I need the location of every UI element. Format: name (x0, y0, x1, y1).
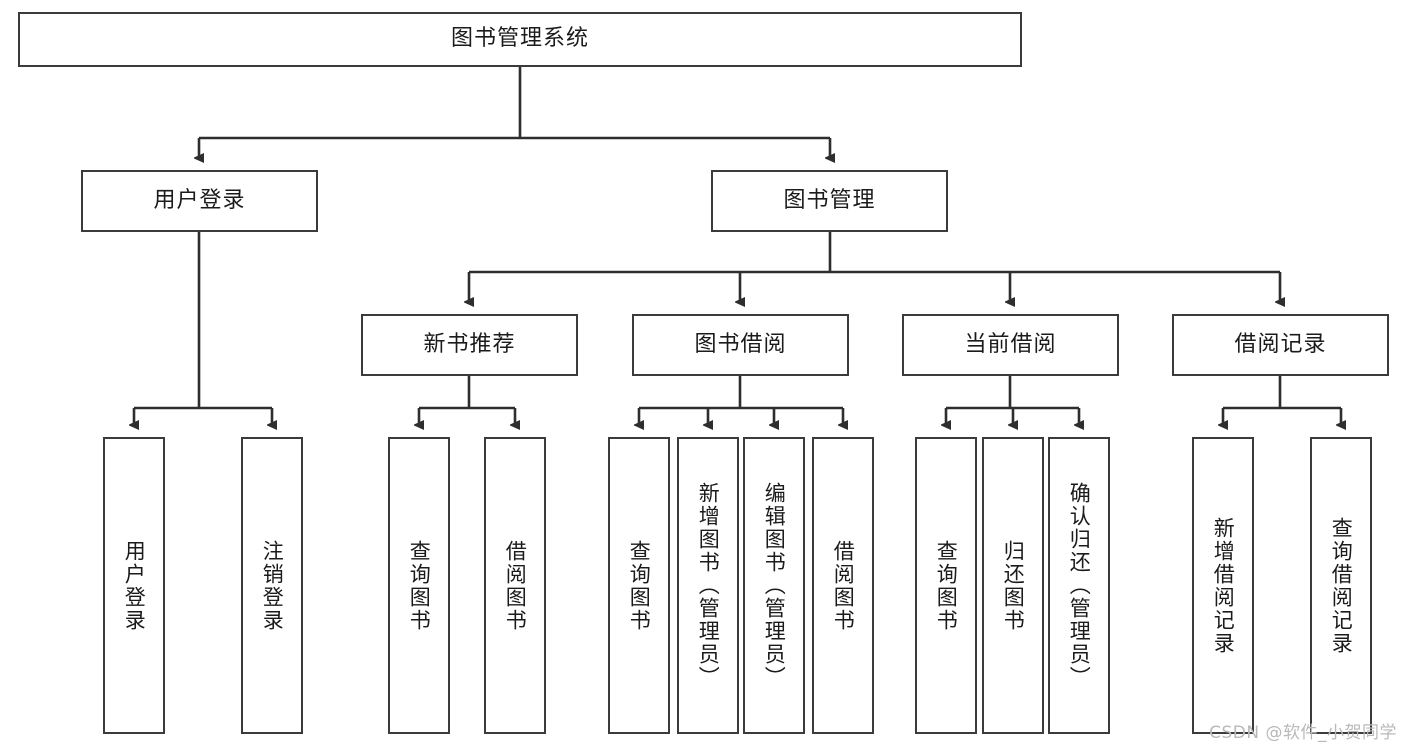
node-book-borrow[interactable]: 图书借阅 (632, 314, 849, 376)
node-leaf-edit-book[interactable]: 编辑图书（管理员） (743, 437, 805, 734)
node-leaf-query-book-1-label: 查询图书 (407, 539, 432, 632)
edges-user-login-to-leaves (134, 232, 272, 425)
node-leaf-add-record[interactable]: 新增借阅记录 (1192, 437, 1254, 734)
node-current-borrow-label: 当前借阅 (964, 331, 1057, 357)
node-leaf-add-record-label: 新增借阅记录 (1211, 516, 1236, 655)
node-leaf-borrow-book-2[interactable]: 借阅图书 (812, 437, 874, 734)
node-leaf-user-login-label: 用户登录 (122, 539, 147, 632)
node-leaf-return-book[interactable]: 归还图书 (982, 437, 1044, 734)
node-new-book-recommend[interactable]: 新书推荐 (361, 314, 578, 376)
node-user-login[interactable]: 用户登录 (81, 170, 318, 232)
node-leaf-logout-label: 注销登录 (260, 539, 285, 632)
node-leaf-borrow-book-1-label: 借阅图书 (503, 539, 528, 632)
node-leaf-add-book[interactable]: 新增图书（管理员） (677, 437, 739, 734)
node-new-book-recommend-label: 新书推荐 (423, 331, 516, 357)
node-borrow-record[interactable]: 借阅记录 (1172, 314, 1389, 376)
node-leaf-query-book-3[interactable]: 查询图书 (915, 437, 977, 734)
node-leaf-borrow-book-1[interactable]: 借阅图书 (484, 437, 546, 734)
node-leaf-borrow-book-2-label: 借阅图书 (831, 539, 856, 632)
node-leaf-query-book-2-label: 查询图书 (627, 539, 652, 632)
node-leaf-edit-book-label: 编辑图书（管理员） (762, 482, 787, 689)
edges-new-book-recommend-to-leaves (419, 376, 515, 425)
node-root-system-label: 图书管理系统 (450, 26, 589, 52)
node-leaf-confirm-return-label: 确认归还（管理员） (1067, 482, 1092, 689)
node-current-borrow[interactable]: 当前借阅 (902, 314, 1119, 376)
node-leaf-query-book-1[interactable]: 查询图书 (388, 437, 450, 734)
node-leaf-query-book-3-label: 查询图书 (934, 539, 959, 632)
node-root-system[interactable]: 图书管理系统 (18, 12, 1022, 67)
edges-borrow-record-to-leaves (1223, 376, 1341, 425)
node-leaf-confirm-return[interactable]: 确认归还（管理员） (1048, 437, 1110, 734)
node-borrow-record-label: 借阅记录 (1234, 331, 1327, 357)
node-book-management[interactable]: 图书管理 (711, 170, 948, 232)
node-leaf-query-book-2[interactable]: 查询图书 (608, 437, 670, 734)
node-leaf-add-book-label: 新增图书（管理员） (696, 482, 721, 689)
edges-current-borrow-to-leaves (946, 376, 1079, 425)
edges-root-to-level2 (199, 67, 830, 158)
node-leaf-query-record[interactable]: 查询借阅记录 (1310, 437, 1372, 734)
node-leaf-logout[interactable]: 注销登录 (241, 437, 303, 734)
node-leaf-user-login[interactable]: 用户登录 (103, 437, 165, 734)
node-leaf-query-record-label: 查询借阅记录 (1329, 516, 1354, 655)
node-book-management-label: 图书管理 (783, 187, 876, 213)
edges-book-borrow-to-leaves (639, 376, 843, 425)
edges-level2-to-level3 (469, 232, 1280, 302)
node-leaf-return-book-label: 归还图书 (1001, 539, 1026, 632)
node-user-login-label: 用户登录 (153, 187, 246, 213)
node-book-borrow-label: 图书借阅 (694, 331, 787, 357)
